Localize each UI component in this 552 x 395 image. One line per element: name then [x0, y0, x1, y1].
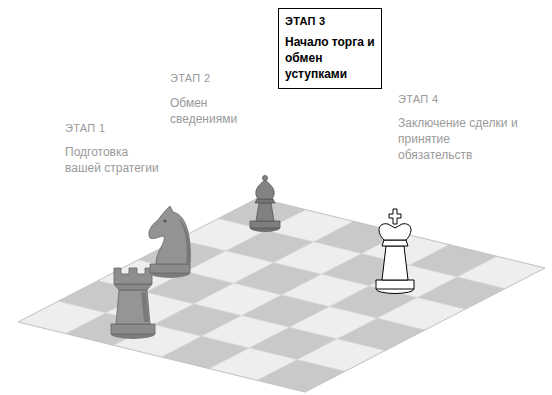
highlighted-stage-box: ЭТАП 3 Начало торга и обмен уступками	[278, 8, 382, 89]
stage-description: Подготовка вашей стратегии	[65, 144, 160, 176]
stage-description: Обмен сведениями	[170, 95, 265, 127]
board-border	[18, 198, 545, 392]
chessboard	[18, 198, 545, 392]
rook-piece	[111, 268, 155, 339]
stage-description: Заключение сделки и принятие обязательст…	[398, 115, 518, 163]
stage-number: ЭТАП 1	[65, 120, 160, 136]
king-piece	[376, 209, 414, 294]
stage-description: Начало торга и обмен уступками	[285, 34, 375, 82]
knight-piece	[149, 206, 191, 278]
stage-number: ЭТАП 3	[285, 14, 375, 28]
board-square	[257, 360, 345, 392]
bishop-piece	[250, 176, 280, 233]
stage-number: ЭТАП 4	[398, 91, 518, 107]
stage-number: ЭТАП 2	[170, 70, 265, 86]
